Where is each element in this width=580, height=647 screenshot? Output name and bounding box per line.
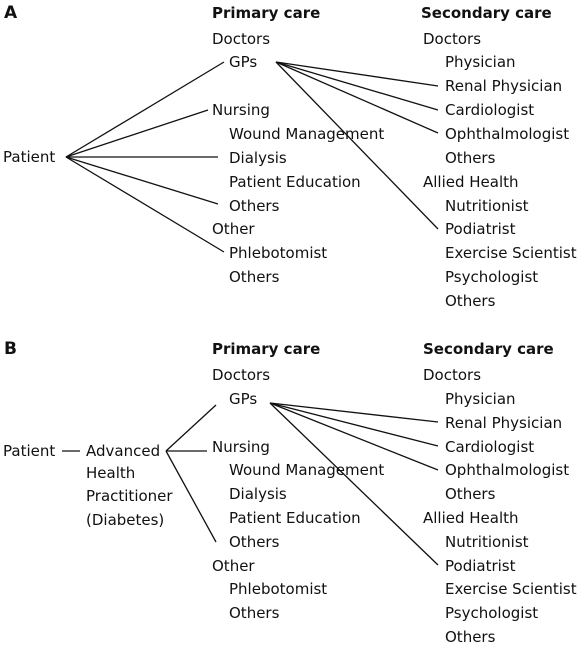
b-gps-to-ophthalmologist — [269, 402, 439, 471]
a-primary-nursing: Nursing — [212, 101, 270, 119]
b-other-item: Phlebotomist — [229, 580, 328, 598]
a-secondary-allied: Allied Health — [423, 173, 519, 191]
a-gps-to-renal — [275, 61, 439, 87]
b-secondary-allied: Allied Health — [423, 509, 519, 527]
a-other-item: Others — [229, 268, 280, 286]
b-gps-to-renal — [269, 402, 439, 423]
a-nursing-item: Dialysis — [229, 149, 287, 167]
b-secondary-doctors: Doctors — [423, 366, 482, 384]
b-practitioner-line: Health — [86, 464, 136, 482]
b-primary-care-header: Primary care — [212, 340, 321, 358]
a-other-item: Phlebotomist — [229, 244, 328, 262]
b-primary-doctors: Doctors — [212, 366, 271, 384]
b-gps-to-cardiologist — [269, 402, 439, 447]
b-allied-item: Podiatrist — [445, 557, 516, 575]
panel-a-letter: A — [4, 3, 18, 23]
b-allied-item: Exercise Scientist — [445, 580, 577, 598]
b-secondary-care-header: Secondary care — [423, 340, 554, 358]
b-doctor-item: Renal Physician — [445, 414, 563, 432]
b-nursing-item: Dialysis — [229, 485, 287, 503]
a-nursing-item: Wound Management — [229, 125, 385, 143]
a-patient-to-others — [65, 156, 219, 205]
a-primary-gps: GPs — [229, 53, 258, 71]
b-primary-nursing: Nursing — [212, 438, 270, 456]
a-doctor-item: Others — [445, 149, 496, 167]
b-nursing-item: Wound Management — [229, 461, 385, 479]
b-nursing-item: Others — [229, 533, 280, 551]
b-practitioner-line: (Diabetes) — [86, 511, 165, 529]
b-doctor-item: Ophthalmologist — [445, 461, 570, 479]
b-allied-item: Others — [445, 628, 496, 646]
a-patient-to-gps — [65, 61, 225, 158]
a-nursing-item: Others — [229, 197, 280, 215]
a-gps-to-podiatrist — [275, 61, 439, 230]
a-allied-item: Nutritionist — [445, 197, 529, 215]
a-secondary-doctors: Doctors — [423, 30, 482, 48]
a-gps-to-ophthalmologist — [275, 61, 439, 134]
a-primary-doctors: Doctors — [212, 30, 271, 48]
a-doctor-item: Renal Physician — [445, 77, 563, 95]
a-nursing-item: Patient Education — [229, 173, 361, 191]
b-practitioner-line: Practitioner — [86, 487, 173, 505]
a-patient-label: Patient — [3, 148, 56, 166]
a-primary-other: Other — [212, 220, 255, 238]
b-doctor-item: Others — [445, 485, 496, 503]
a-doctor-item: Cardiologist — [445, 101, 535, 119]
a-patient-to-nursing — [65, 109, 209, 158]
b-allied-item: Psychologist — [445, 604, 539, 622]
a-doctor-item: Physician — [445, 53, 516, 71]
a-primary-care-header: Primary care — [212, 4, 321, 22]
a-allied-item: Others — [445, 292, 496, 310]
a-doctor-item: Ophthalmologist — [445, 125, 570, 143]
b-other-item: Others — [229, 604, 280, 622]
a-allied-item: Exercise Scientist — [445, 244, 577, 262]
a-gps-to-cardiologist — [275, 61, 439, 111]
panel-b-letter: B — [4, 339, 17, 359]
a-allied-item: Psychologist — [445, 268, 539, 286]
a-secondary-care-header: Secondary care — [421, 4, 552, 22]
b-doctor-item: Physician — [445, 390, 516, 408]
b-doctor-item: Cardiologist — [445, 438, 535, 456]
b-practitioner-to-gps — [165, 404, 217, 452]
b-nursing-item: Patient Education — [229, 509, 361, 527]
a-allied-item: Podiatrist — [445, 220, 516, 238]
b-practitioner-to-others — [165, 450, 217, 543]
b-practitioner-line: Advanced — [86, 442, 161, 460]
b-patient-label: Patient — [3, 442, 56, 460]
a-patient-to-phlebotomist — [65, 156, 225, 253]
b-primary-gps: GPs — [229, 390, 258, 408]
b-gps-to-podiatrist — [269, 402, 439, 566]
b-allied-item: Nutritionist — [445, 533, 529, 551]
b-primary-other: Other — [212, 557, 255, 575]
